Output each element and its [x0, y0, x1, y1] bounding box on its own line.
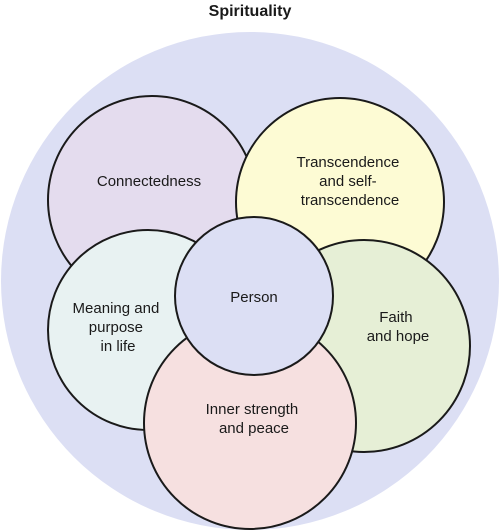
label-connectedness: Connectedness	[97, 173, 201, 190]
circle-person	[174, 216, 334, 376]
label-transcendence: Transcendence and self- transcendence	[296, 154, 403, 209]
label-meaning-purpose: Meaning and purpose in life	[73, 300, 164, 355]
label-inner-strength: Inner strength and peace	[206, 401, 303, 437]
label-faith-hope: Faith and hope	[367, 309, 430, 345]
diagram-title: Spirituality	[209, 3, 292, 20]
label-person: Person	[230, 289, 278, 306]
